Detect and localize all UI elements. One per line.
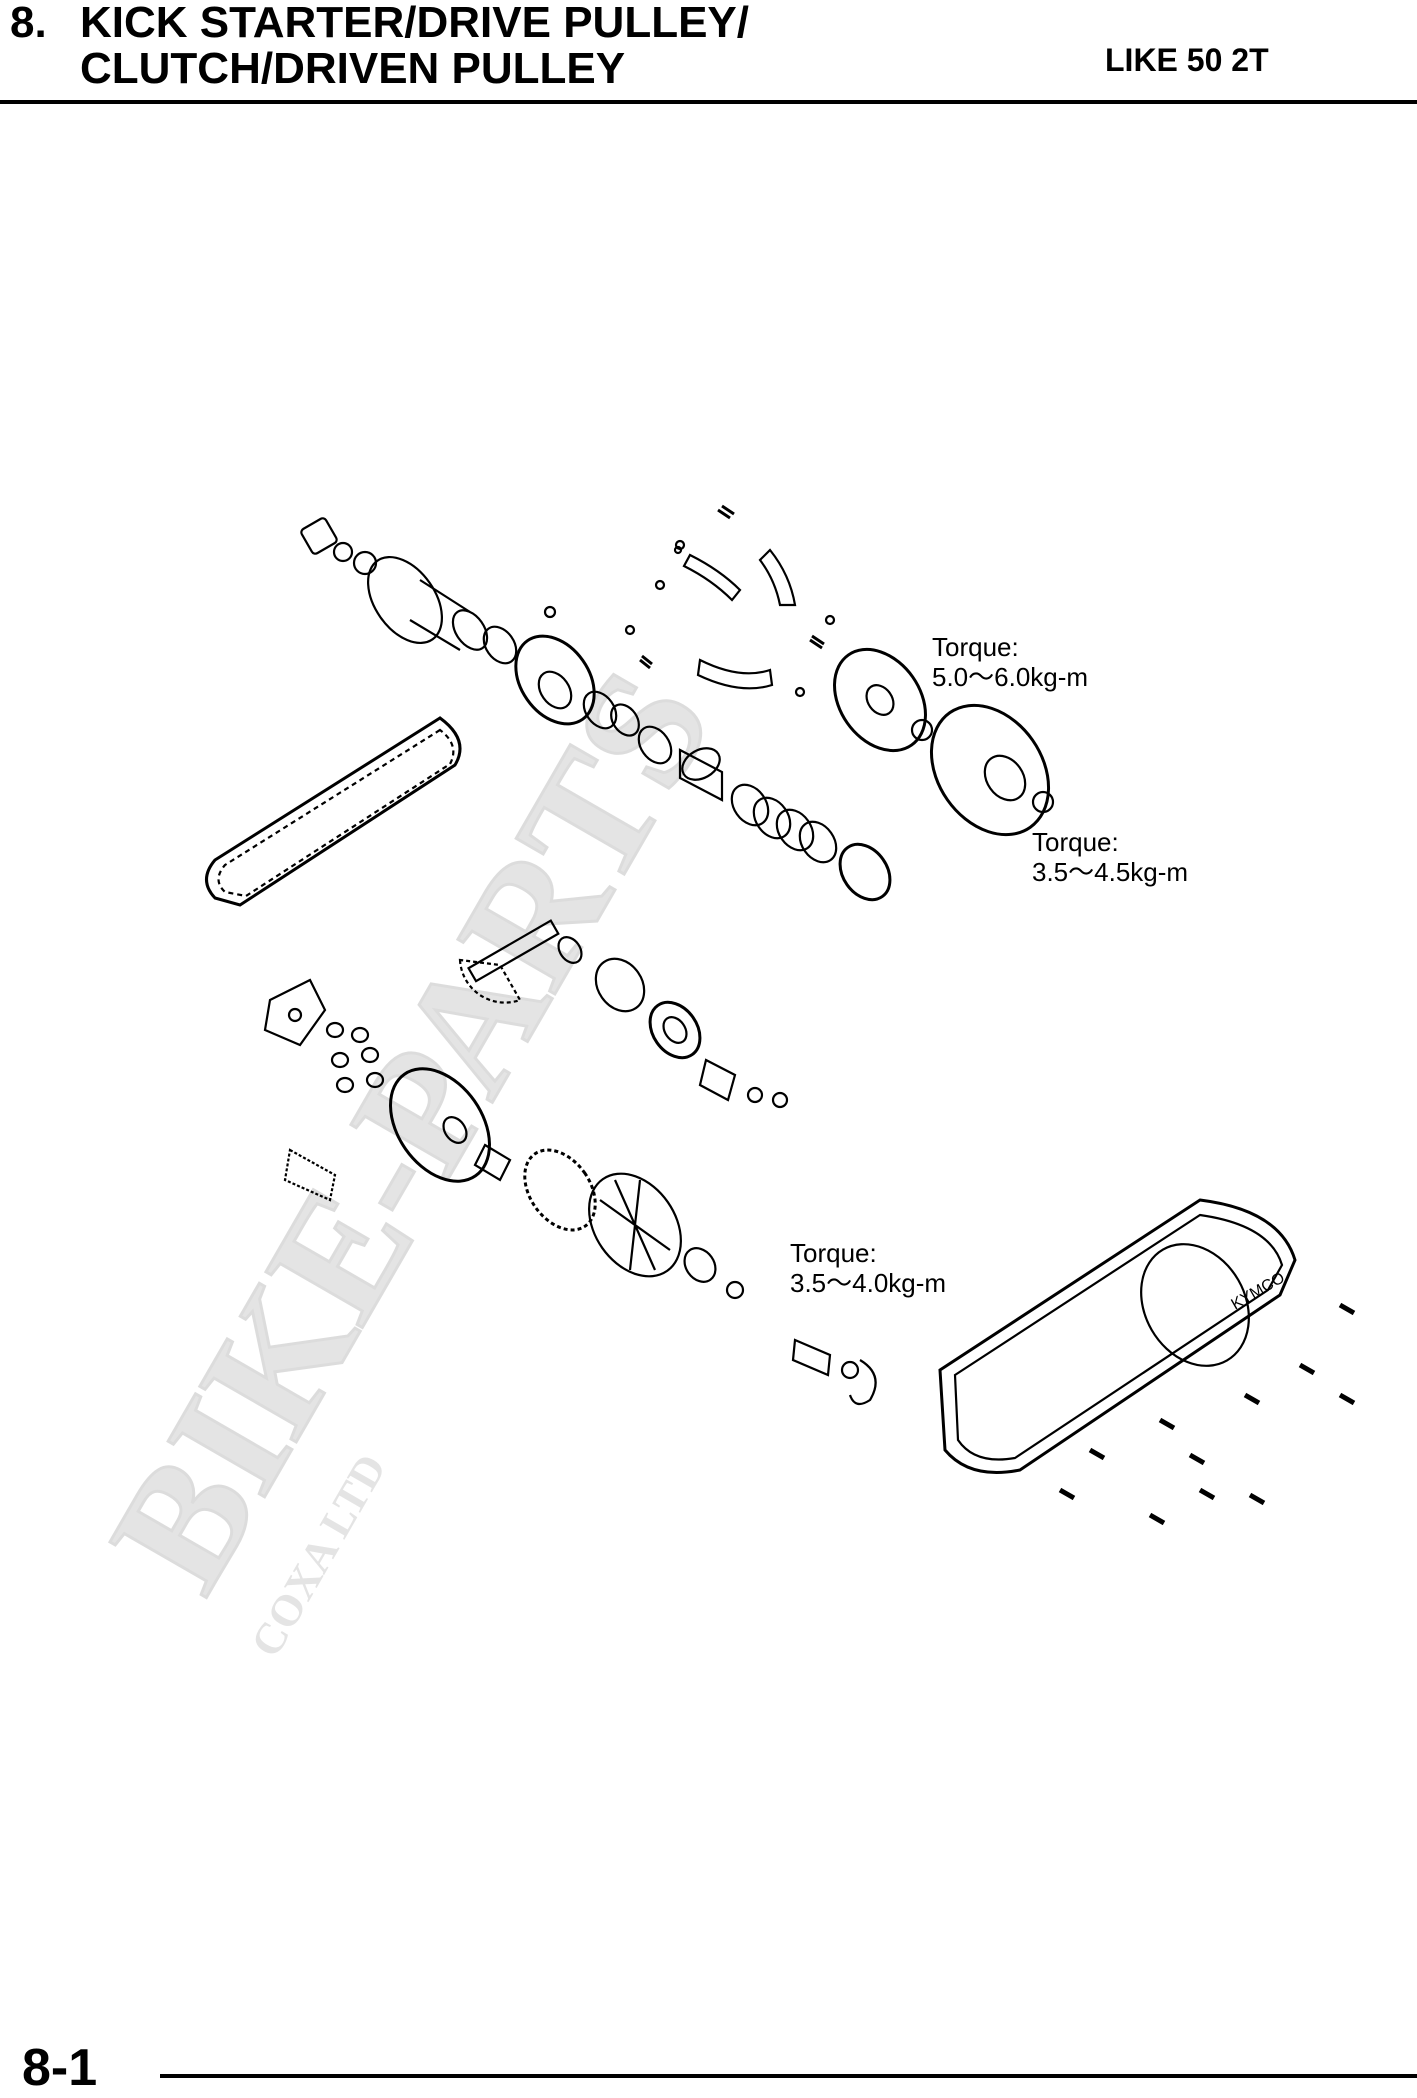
torque-value: 3.5～4.0kg-m <box>790 1268 947 1298</box>
torque-value: 3.5～4.5kg-m <box>1032 857 1189 887</box>
model-name: LIKE 50 2T <box>1105 42 1269 78</box>
torque-annotation-clutch: Torque: 5.0～6.0kg-m <box>932 632 1088 692</box>
torque-annotation-drive-nut: Torque: 3.5～4.5kg-m <box>1032 827 1188 887</box>
watermark-main-text: BIKE-PARTS <box>74 641 747 1619</box>
section-number: 8. <box>10 0 47 47</box>
torque-label: Torque: <box>1032 827 1119 857</box>
ring-gear-fan <box>523 1148 745 1300</box>
movable-drive-face <box>514 605 673 765</box>
torque-label: Torque: <box>932 632 1019 662</box>
starter-pinion <box>283 1148 337 1202</box>
torque-value: 5.0～6.0kg-m <box>932 662 1089 692</box>
header-divider <box>0 100 1417 104</box>
driven-collar-spring <box>678 747 892 902</box>
torque-label: Torque: <box>790 1238 877 1268</box>
cover-bolts <box>1058 1302 1356 1526</box>
drive-face-shaft <box>300 517 518 665</box>
drive-belt <box>205 716 462 907</box>
torque-annotation-kick-starter: Torque: 3.5～4.0kg-m <box>790 1238 946 1298</box>
footer-divider <box>160 2074 1417 2078</box>
ramp-plate-rollers <box>263 978 385 1094</box>
kick-spindle <box>791 1338 877 1406</box>
page-number: 8-1 <box>22 2039 98 2097</box>
page-title-line1: KICK STARTER/DRIVE PULLEY/ <box>80 0 750 47</box>
fixed-drive-face <box>389 1067 512 1183</box>
clutch-plate <box>833 647 934 753</box>
page-title-line2: CLUTCH/DRIVEN PULLEY <box>80 44 626 93</box>
clutch-shoes <box>624 504 836 698</box>
cover-brand-logo: KYMCO <box>1229 1269 1288 1313</box>
left-crankcase-cover <box>938 1198 1297 1474</box>
clutch-outer-bell <box>929 703 1055 837</box>
kick-starter-shaft <box>458 919 789 1109</box>
